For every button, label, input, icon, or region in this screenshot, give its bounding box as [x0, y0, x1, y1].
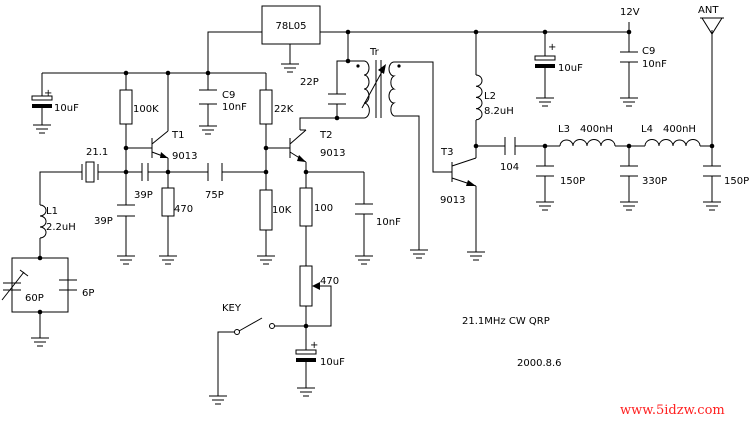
- key-switch: [234, 317, 275, 335]
- antenna-label: ANT: [698, 5, 719, 16]
- supply-label: 12V: [620, 7, 640, 18]
- plus-sign: +: [44, 88, 52, 99]
- inductor-l3-label: L3: [558, 124, 570, 135]
- inductor-l4-label: L4: [641, 124, 653, 135]
- inductor-l4-value: 400nH: [663, 124, 696, 135]
- t2-type-label: 9013: [320, 148, 345, 159]
- inductor-l1-value: 2.2uH: [46, 222, 76, 233]
- crystal-label: 21.1: [86, 147, 108, 158]
- cap-10uf-left-label: 10uF: [54, 103, 79, 114]
- transistor-t2: [289, 129, 307, 163]
- cap-150p-b-label: 150P: [724, 176, 749, 187]
- ground-icon: [159, 255, 177, 265]
- ground-icon: [703, 201, 721, 211]
- ground-icon: [117, 255, 135, 265]
- ground-icon: [297, 387, 315, 397]
- resistor-22k-label: 22K: [274, 104, 294, 115]
- ground-symbols: [31, 63, 721, 405]
- resistors: [119, 89, 320, 307]
- ground-icon: [620, 97, 638, 107]
- t1-type-label: 9013: [172, 151, 197, 162]
- cap-330p-label: 330P: [642, 176, 667, 187]
- t1-label: T1: [171, 130, 184, 141]
- ground-icon: [536, 201, 554, 211]
- cap-c9-left-value: 10nF: [222, 102, 247, 113]
- t2-label: T2: [319, 130, 332, 141]
- potentiometer-wiper-icon: [312, 282, 320, 290]
- component-labels: 12V ANT Tr 22P + 10uF 100K C9 10nF 22K T…: [25, 5, 749, 418]
- inductor-l2-label: L2: [484, 91, 496, 102]
- junction-dots: [37, 29, 715, 329]
- inductor-l1: [39, 204, 47, 239]
- resistor-470-t1-label: 470: [174, 204, 193, 215]
- cap-10uf-right-label: 10uF: [558, 63, 583, 74]
- t3-type-label: 9013: [440, 195, 465, 206]
- resistor-470-t1: [161, 187, 175, 217]
- cap-150p-a-label: 150P: [560, 176, 585, 187]
- resistor-100-label: 100: [314, 203, 333, 214]
- ground-icon: [33, 124, 51, 134]
- cap-75p-label: 75P: [205, 190, 224, 201]
- cap-c9-right-value: 10nF: [642, 59, 667, 70]
- key-label: KEY: [222, 303, 242, 314]
- resistor-10k: [259, 189, 273, 231]
- cap-39p-series-label: 39P: [134, 190, 153, 201]
- ground-icon: [209, 395, 227, 405]
- transformer-tr: [356, 60, 401, 119]
- inductor-l3-value: 400nH: [580, 124, 613, 135]
- circuit-title: 21.1MHz CW QRP: [462, 316, 550, 327]
- wires: [11, 22, 713, 396]
- regulator-78l05: 78L05: [261, 5, 321, 45]
- resistor-100k-label: 100K: [133, 104, 159, 115]
- regulator-label: 78L05: [275, 21, 306, 32]
- inductor-l4: [644, 139, 701, 147]
- resistor-100k: [119, 89, 133, 125]
- ground-icon: [31, 337, 49, 347]
- cap-c9-left-label: C9: [222, 90, 235, 101]
- inductors: [39, 74, 701, 239]
- cap-22p-label: 22P: [300, 77, 319, 88]
- ground-icon: [281, 63, 299, 73]
- transformer-label: Tr: [369, 47, 380, 58]
- resistor-100: [299, 187, 313, 227]
- electrolytic-capacitors: [31, 52, 556, 364]
- ground-icon: [620, 201, 638, 211]
- potentiometer-470: [299, 265, 313, 307]
- plus-sign: +: [310, 340, 318, 351]
- crystal-21-1: [81, 161, 99, 183]
- ground-icon: [410, 249, 428, 259]
- cap-c9-right-label: C9: [642, 46, 655, 57]
- inductor-l2-value: 8.2uH: [484, 106, 514, 117]
- inductor-l2: [475, 74, 483, 121]
- antenna: [700, 17, 724, 35]
- cap-10nf-t2-label: 10nF: [376, 217, 401, 228]
- watermark: www.5idzw.com: [620, 403, 725, 418]
- cap-10uf-key-label: 10uF: [320, 357, 345, 368]
- potentiometer-470-label: 470: [320, 276, 339, 287]
- resistor-10k-label: 10K: [272, 205, 292, 216]
- transistor-t3: [451, 157, 477, 187]
- trimmer-60p-label: 60P: [25, 293, 44, 304]
- ground-icon: [536, 97, 554, 107]
- inductor-l1-label: L1: [46, 206, 58, 217]
- plus-sign: +: [548, 42, 556, 53]
- transistor-t1: [151, 130, 169, 159]
- cap-104-label: 104: [500, 162, 519, 173]
- ground-icon: [467, 251, 485, 261]
- t3-label: T3: [440, 147, 453, 158]
- circuit-date: 2000.8.6: [517, 358, 562, 369]
- cap-39p-shunt-label: 39P: [94, 216, 113, 227]
- cap-6p-label: 6P: [82, 288, 94, 299]
- capacitors: [1, 51, 721, 312]
- ground-icon: [355, 255, 373, 265]
- resistor-22k: [259, 89, 273, 125]
- ground-icon: [257, 255, 275, 265]
- inductor-l3: [559, 139, 616, 147]
- ground-icon: [199, 125, 217, 135]
